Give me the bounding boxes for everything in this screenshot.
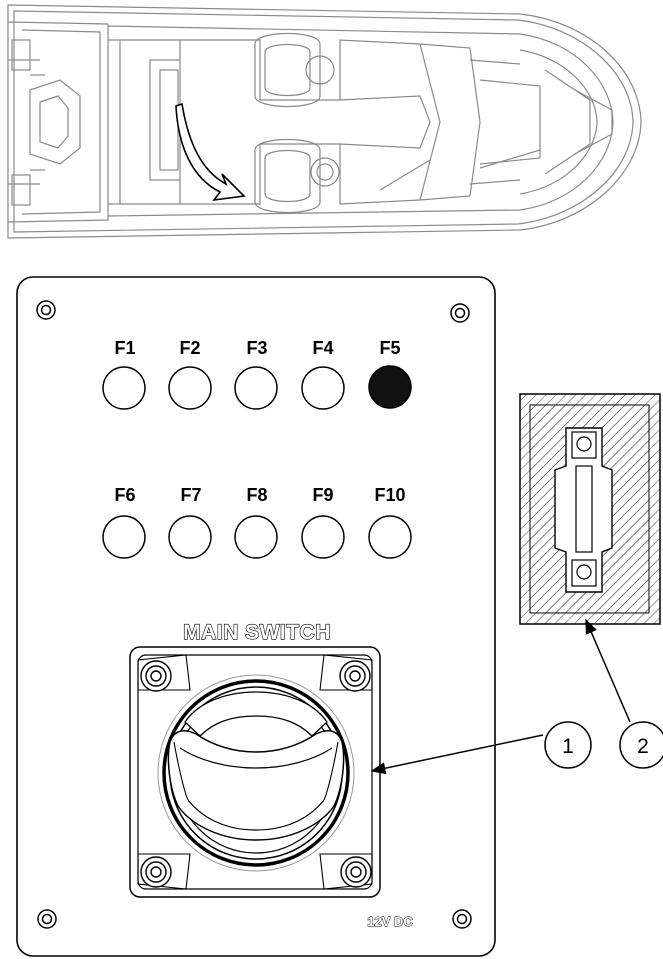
fuse-holder[interactable] [368,515,412,559]
fuse-holder[interactable] [102,366,146,410]
screw-icon [36,300,472,929]
fuse-label: F7 [180,485,201,505]
fuse-holder[interactable] [234,366,278,410]
callout-number-1: 1 [562,735,574,758]
fuse-holder[interactable] [168,515,212,559]
fuse-terminal-icon [576,436,592,452]
fuse-label: F6 [114,485,135,505]
fuse-holder[interactable] [301,515,345,559]
fuse-holder[interactable] [102,515,146,559]
fuse-panel: F1 F2 F3 F4 F5 F6 F7 F8 F9 F10 MAIN SWIT… [16,276,496,957]
callout-leader-1 [370,734,544,775]
boat-hull-outline [7,4,642,239]
location-arrow-icon [175,102,246,202]
fuse-label: F4 [312,338,333,358]
callout-number-2: 2 [637,735,649,758]
fuse-label: F10 [374,485,405,505]
callout-circle-1 [544,721,592,769]
fuse-label: F3 [246,338,267,358]
boat-top-view [7,4,642,239]
fuse-label: F9 [312,485,333,505]
fuse-holder[interactable] [301,366,345,410]
voltage-label: 12V DC [367,914,413,929]
fuse-holder[interactable] [168,366,212,410]
fuse-holder-highlighted[interactable] [368,365,412,409]
bolt-icon [140,660,372,888]
fuse-label: F2 [179,338,200,358]
fuse-label: F1 [114,338,135,358]
fuse-holder[interactable] [234,515,278,559]
fuse-detail [519,393,661,625]
fuse-label: F8 [246,485,267,505]
fuse-label: F5 [379,338,400,358]
callouts: 1 2 [370,618,663,775]
main-switch-label: MAIN SWITCH [183,621,331,644]
callout-circle-2 [619,721,663,769]
main-switch[interactable] [129,646,381,898]
fuse-terminal-icon [576,564,592,580]
callout-leader-2 [585,618,631,723]
